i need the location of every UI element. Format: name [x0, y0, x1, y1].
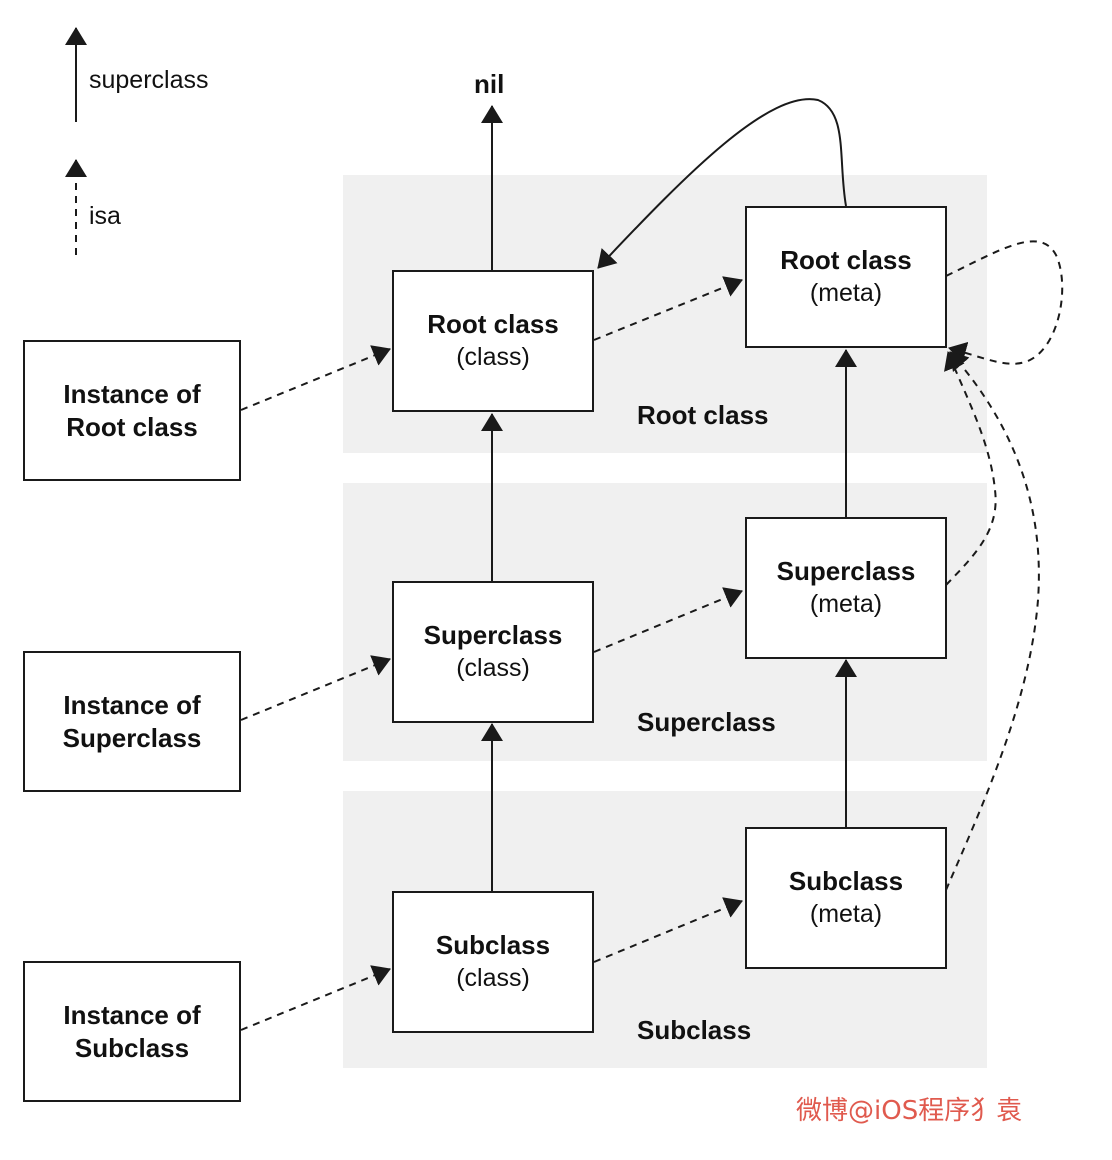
superclass-class-kind: (class)	[456, 654, 530, 682]
legend-isa-label: isa	[89, 202, 121, 230]
instance-root-line2: Root class	[66, 411, 198, 442]
isa-instance-super-to-superclass	[240, 655, 391, 721]
superclass-class-box: Superclass (class)	[392, 581, 594, 723]
rootclass-meta-box: Root class (meta)	[745, 206, 947, 348]
isa-rootmeta-self-loop	[945, 240, 1064, 365]
subclass-class-name: Subclass	[435, 930, 551, 960]
instance-super-box: Instance of Superclass	[23, 651, 241, 792]
arrow-rootmeta-to-rootclass	[597, 98, 847, 269]
instance-sub-line2: Subclass	[74, 1032, 190, 1063]
band-label-super: Superclass	[637, 707, 776, 737]
subclass-class-box: Subclass (class)	[392, 891, 594, 1033]
isa-instance-root-to-rootclass	[240, 345, 391, 411]
rootclass-class-box: Root class (class)	[392, 270, 594, 412]
instance-root-box: Instance of Root class	[23, 340, 241, 481]
instance-super-line2: Superclass	[62, 722, 202, 753]
instance-sub-box: Instance of Subclass	[23, 961, 241, 1102]
isa-supermeta-to-rootmeta	[944, 351, 997, 586]
rootclass-class-name: Root class	[427, 309, 559, 339]
subclass-class-kind: (class)	[456, 964, 530, 992]
band-label-root: Root class	[637, 400, 769, 430]
subclass-meta-name: Subclass	[788, 866, 904, 896]
isa-instance-sub-to-subclass	[240, 965, 391, 1031]
instance-sub-line1: Instance of	[63, 999, 201, 1030]
instance-super-line1: Instance of	[63, 689, 201, 720]
subclass-meta-box: Subclass (meta)	[745, 827, 947, 969]
rootclass-class-kind: (class)	[456, 343, 530, 371]
superclass-meta-box: Superclass (meta)	[745, 517, 947, 659]
isa-submeta-to-rootmeta	[945, 351, 1040, 891]
subclass-meta-kind: (meta)	[809, 900, 883, 928]
superclass-meta-name: Superclass	[776, 556, 916, 586]
rootclass-meta-kind: (meta)	[809, 279, 883, 307]
isa-subclass-to-submeta	[593, 897, 743, 963]
isa-superclass-to-supermeta	[593, 587, 743, 653]
watermark: 微博@iOS程序犭袁	[796, 1096, 1023, 1126]
instance-root-line1: Instance of	[63, 378, 201, 409]
rootclass-meta-name: Root class	[780, 245, 912, 275]
nil-label: nil	[474, 69, 505, 99]
legend-superclass-label: superclass	[89, 66, 209, 94]
band-label-sub: Subclass	[637, 1015, 752, 1045]
superclass-meta-kind: (meta)	[809, 590, 883, 618]
superclass-class-name: Superclass	[423, 620, 563, 650]
isa-rootclass-to-rootmeta	[593, 276, 743, 341]
